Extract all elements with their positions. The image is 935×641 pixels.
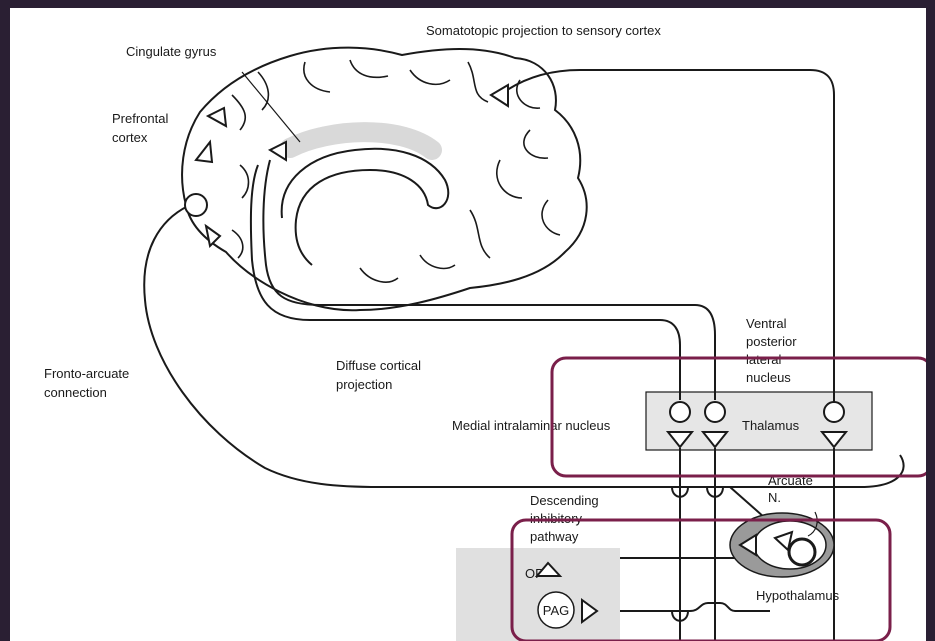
medial-intralaminar-label: Medial intralaminar nucleus	[452, 418, 611, 433]
arcuate-neuron-circle	[789, 539, 815, 565]
medial-synapse-circle-1	[670, 402, 690, 422]
diffuse-label-line1: Diffuse cortical	[336, 358, 421, 373]
prefrontal-label-line1: Prefrontal	[112, 111, 168, 126]
vpl-synapse-circle	[824, 402, 844, 422]
fronto-arcuate-label-line2: connection	[44, 385, 107, 400]
ventral-label-line1: Ventral	[746, 316, 787, 331]
hypothalamus-label: Hypothalamus	[756, 588, 840, 603]
arcuate-label-line2: N.	[768, 490, 781, 505]
prefrontal-circle	[185, 194, 207, 216]
somatotopic-label: Somatotopic projection to sensory cortex	[426, 23, 661, 38]
frame-right-edge	[926, 8, 935, 641]
pag-gray-box	[456, 548, 620, 641]
ventral-label-line4: nucleus	[746, 370, 791, 385]
pag-label: PAG	[543, 603, 570, 618]
medial-synapse-circle-2	[705, 402, 725, 422]
fronto-arcuate-label-line1: Fronto-arcuate	[44, 366, 129, 381]
frame-left-edge	[0, 0, 10, 641]
diffuse-label-line2: projection	[336, 377, 392, 392]
prefrontal-label-line2: cortex	[112, 130, 148, 145]
descending-label-line3: pathway	[530, 529, 579, 544]
frame-top-edge	[0, 0, 935, 8]
thalamus-label: Thalamus	[742, 418, 800, 433]
cingulate-label: Cingulate gyrus	[126, 44, 217, 59]
descending-label-line1: Descending	[530, 493, 599, 508]
ventral-label-line2: posterior	[746, 334, 797, 349]
